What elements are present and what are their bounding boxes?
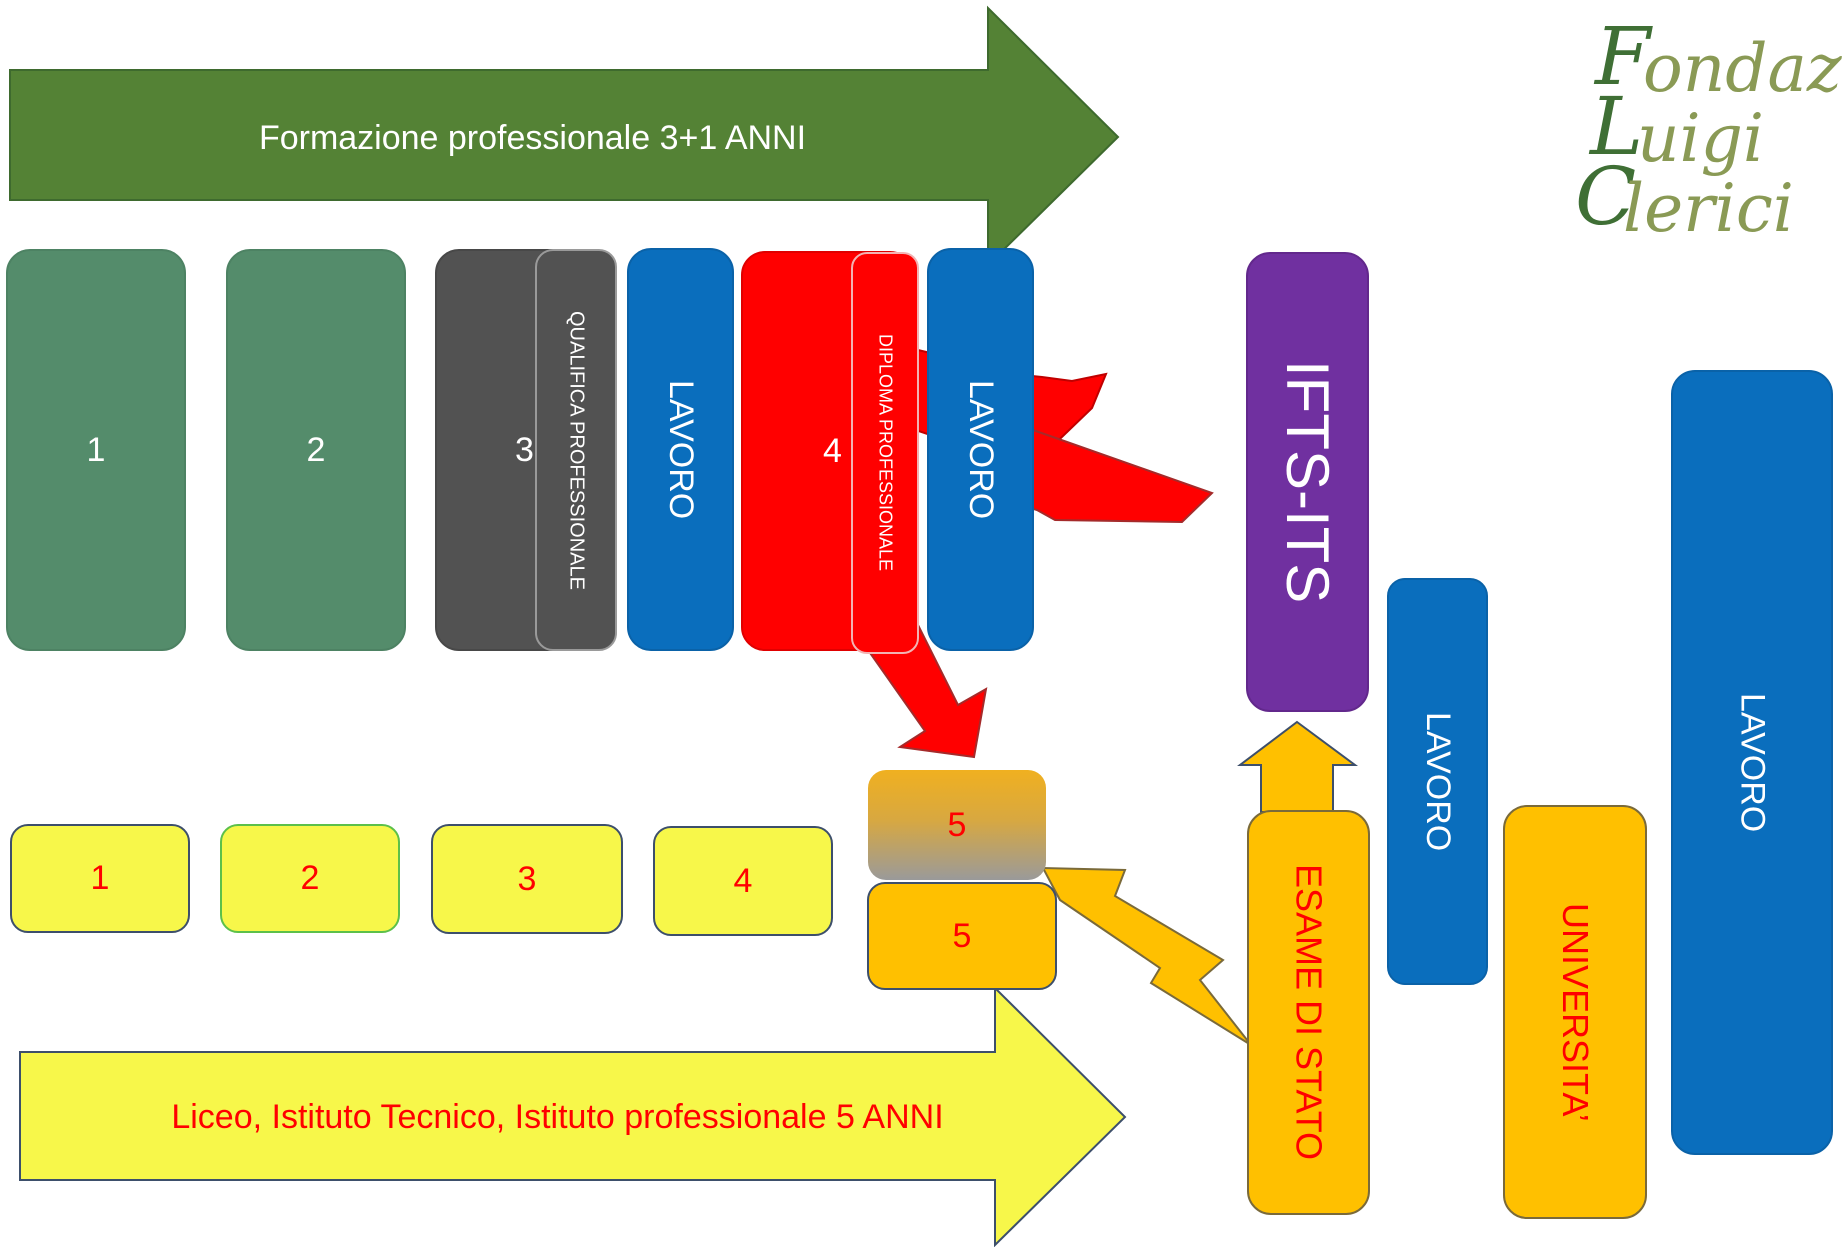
school-year-5-box: 5 — [867, 882, 1057, 990]
orange-arrow-to-ifts — [1237, 720, 1359, 813]
lavoro-right-box: LAVORO — [1671, 370, 1833, 1155]
prof-year-1-box: 1 — [6, 249, 186, 651]
logo-text-uigi: uigi — [1637, 100, 1764, 177]
ifts-its-box: IFTS-ITS — [1246, 252, 1369, 712]
universita-label: UNIVERSITA’ — [1555, 902, 1596, 1122]
lavoro-after-4-box: LAVORO — [927, 248, 1034, 651]
liceo-arrow-label: Liceo, Istituto Tecnico, Istituto profes… — [171, 1097, 944, 1136]
fondazione-logo: F ondazio L uigi C lerici — [1565, 10, 1843, 255]
universita-box: UNIVERSITA’ — [1503, 805, 1647, 1219]
school-year-5-gradient-box: 5 — [868, 770, 1046, 880]
logo-initial-l: L — [1590, 80, 1644, 173]
school-year-1-label: 1 — [90, 859, 110, 897]
diploma-box: DIPLOMA PROFESSIONALE — [851, 252, 919, 654]
school-year-3-box: 3 — [431, 824, 623, 934]
prof-year-3-label: 3 — [515, 430, 534, 469]
school-year-1-box: 1 — [10, 824, 190, 933]
lavoro-mid-box: LAVORO — [1387, 578, 1488, 985]
lavoro-after-3-label: LAVORO — [662, 379, 700, 520]
school-year-4-label: 4 — [733, 861, 753, 900]
logo-initial-f: F — [1595, 10, 1651, 103]
prof-year-4-label: 4 — [823, 431, 842, 470]
qualifica-label: QUALIFICA PROFESSIONALE — [565, 310, 588, 590]
diploma-label: DIPLOMA PROFESSIONALE — [875, 334, 896, 572]
orange-arrow-to-esame — [1041, 866, 1252, 1046]
prof-year-2-box: 2 — [226, 249, 406, 651]
logo-text-ondazio: ondazio — [1643, 30, 1843, 107]
formazione-arrow — [9, 5, 1120, 268]
qualifica-box: QUALIFICA PROFESSIONALE — [535, 249, 617, 651]
lavoro-right-label: LAVORO — [1733, 692, 1772, 833]
school-year-2-label: 2 — [300, 859, 320, 897]
prof-year-2-label: 2 — [306, 430, 326, 469]
ifts-its-label: IFTS-ITS — [1274, 360, 1341, 604]
school-year-2-box: 2 — [220, 824, 400, 933]
school-year-5-gradient-label: 5 — [947, 805, 967, 844]
liceo-arrow — [19, 985, 1127, 1247]
formazione-arrow-label: Formazione professionale 3+1 ANNI — [258, 119, 807, 157]
school-year-3-label: 3 — [517, 859, 537, 898]
lavoro-after-3-box: LAVORO — [627, 248, 734, 651]
esame-box: ESAME DI STATO — [1247, 810, 1370, 1215]
red-arrow-to-year5 — [866, 623, 988, 759]
esame-label: ESAME DI STATO — [1288, 864, 1330, 1161]
lavoro-mid-label: LAVORO — [1419, 711, 1457, 852]
logo-text-lerici: lerici — [1623, 170, 1794, 247]
lavoro-after-4-label: LAVORO — [962, 379, 1000, 520]
logo-initial-c: C — [1575, 150, 1637, 243]
school-year-4-box: 4 — [653, 826, 833, 936]
school-year-5-label: 5 — [952, 916, 972, 955]
prof-year-1-label: 1 — [86, 430, 106, 469]
